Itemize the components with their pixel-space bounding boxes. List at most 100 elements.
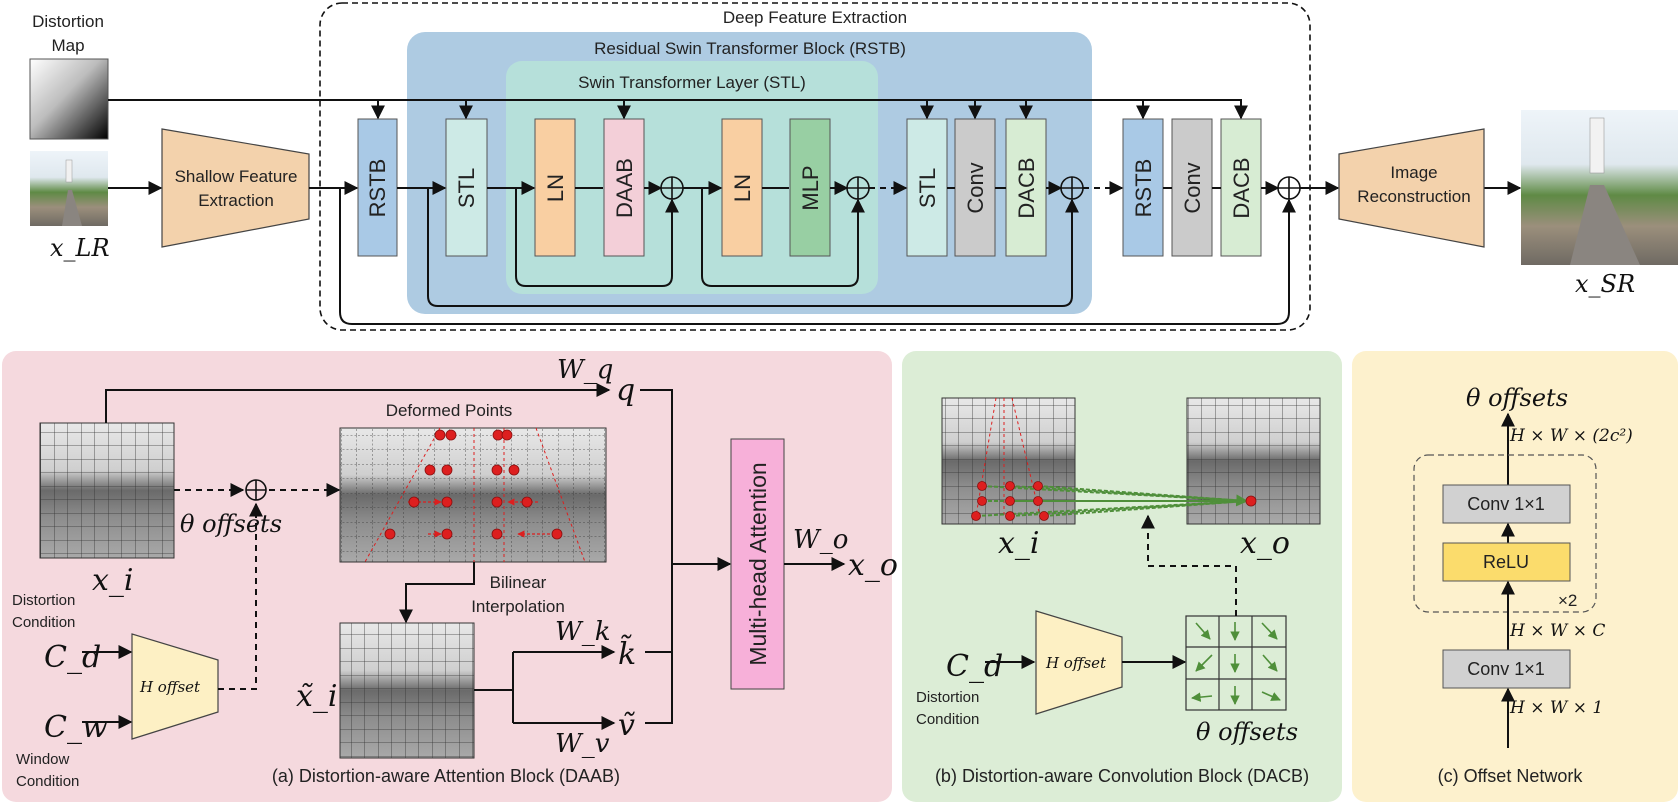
image-reconstruction: Image Reconstruction: [1338, 128, 1485, 248]
recon-trapezoid: [1338, 128, 1485, 248]
output-path-icon: [1570, 185, 1640, 265]
stl-block-2: STL: [906, 118, 948, 257]
conv-block-1-label: Conv: [963, 162, 988, 213]
cd-label: C_d: [44, 640, 101, 675]
mlp-block: MLP: [789, 118, 831, 257]
wk-label: W_k: [555, 617, 610, 647]
stl-block-1-label: STL: [454, 168, 479, 208]
distortion-condition-b-line1: Distortion: [916, 689, 979, 706]
q-to-mha: [640, 389, 673, 564]
rstb-block-1-label: RSTB: [365, 159, 390, 218]
conv-top-label: Conv 1×1: [1467, 494, 1545, 514]
xi-label-b: x_i: [998, 526, 1040, 561]
recon-label-line2: Reconstruction: [1357, 187, 1470, 206]
input-path-icon: [62, 190, 82, 226]
stl-region: Swin Transformer Layer (STL): [506, 61, 878, 294]
deformed-points: [384, 429, 563, 540]
xi-to-q: [105, 383, 611, 423]
panel-a-caption: (a) Distortion-aware Attention Block (DA…: [272, 766, 620, 786]
shallow-feature-trapezoid: [161, 128, 310, 248]
distortion-condition-b-line2: Condition: [916, 711, 979, 728]
mlp-block-label: MLP: [798, 165, 823, 210]
repeat-label: ×2: [1558, 591, 1577, 610]
sum-node-1: [660, 176, 684, 200]
cd-label-b: C_d: [946, 649, 1003, 684]
dacb-block-1: DACB: [1005, 118, 1047, 257]
xitilde-branch: [474, 652, 514, 723]
panel-c: θ offsets H × W × (2c²) ×2 Conv 1×1 ReLU…: [1352, 351, 1678, 802]
wq-label: W_q: [557, 355, 613, 385]
hoffset-to-sum: [218, 502, 263, 690]
rstb-block-1: RSTB: [357, 118, 398, 257]
theta-offsets-label-a: θ offsets: [180, 510, 282, 538]
stl-block-1: STL: [445, 118, 488, 257]
stl-region-box: [506, 61, 878, 294]
shallow-feature-label-line1: Shallow Feature: [175, 167, 298, 186]
panel-b: x_i x_o C_d Distortion Condition H offse…: [902, 351, 1342, 802]
v-tilde-label: ṽ: [618, 708, 635, 743]
top-connectors: [108, 99, 1522, 325]
xi-label: x_i: [92, 563, 134, 598]
deformed-points-label: Deformed Points: [386, 401, 513, 420]
daab-block-label: DAAB: [612, 158, 637, 218]
ln-block-2: LN: [721, 118, 763, 257]
hoffset-label-b: H offset: [1045, 654, 1107, 672]
rstb-region-label: Residual Swin Transformer Block (RSTB): [594, 39, 906, 58]
panel-a-background: [2, 351, 892, 802]
dacb-guides: [975, 397, 1041, 517]
distortion-map-image: [29, 58, 109, 140]
dacb-block-2: DACB: [1220, 118, 1262, 257]
bilinear-label-line1: Bilinear: [490, 573, 547, 592]
conv-block-2: Conv: [1171, 118, 1213, 257]
shallow-feature-label-line2: Extraction: [198, 191, 274, 210]
distortion-condition-label-line2: Condition: [12, 614, 75, 631]
rstb-block-2: RSTB: [1122, 118, 1164, 257]
xo-label-b: x_o: [1240, 526, 1290, 561]
conv-block-2-label: Conv: [1180, 162, 1205, 213]
panel-b-caption: (b) Distortion-aware Convolution Block (…: [935, 766, 1309, 786]
conv-bottom-block: [1442, 649, 1571, 689]
dacb-sample-arrows: [975, 485, 1249, 517]
mha-block: [730, 438, 785, 690]
conv-top-block: [1442, 484, 1571, 524]
rstb-block-2-label: RSTB: [1131, 159, 1156, 218]
v-to-mha: [645, 564, 673, 724]
wv-label: W_v: [555, 729, 610, 759]
dim-bottom: H × W × 1: [1509, 698, 1603, 718]
input-statue-icon: [65, 159, 73, 183]
conv-block-1: Conv: [954, 118, 996, 257]
q-label: q: [616, 373, 635, 408]
deep-feature-extraction-group: Deep Feature Extraction: [319, 2, 1311, 331]
theta-offsets-label-c: θ offsets: [1466, 384, 1568, 412]
deep-feature-extraction-frame: [319, 2, 1311, 331]
bilinear-label-line2: Interpolation: [471, 597, 565, 616]
skip-rstb: [427, 188, 1079, 307]
panel-c-caption: (c) Offset Network: [1438, 766, 1584, 786]
skip-outer: [339, 188, 1296, 325]
dim-top: H × W × (2c²): [1509, 426, 1633, 446]
input-image: x_LR: [30, 151, 110, 262]
relu-label: ReLU: [1483, 552, 1529, 572]
k-tilde-label: k̃: [618, 634, 636, 672]
hoffset-label-a: H offset: [139, 678, 201, 696]
offset-field-grid: [1185, 615, 1287, 711]
conv-bottom-label: Conv 1×1: [1467, 659, 1545, 679]
daab-block: DAAB: [603, 118, 645, 257]
input-label: x_LR: [50, 234, 110, 262]
hoffset-trapezoid-b: [1035, 610, 1123, 715]
deformed-grid: [339, 427, 607, 563]
output-image: x_SR: [1521, 110, 1678, 298]
stl-block-2-label: STL: [915, 168, 940, 208]
skip-ln1: [515, 188, 679, 287]
sum-node-2: [846, 176, 870, 200]
deformed-to-xitilde: [399, 562, 475, 624]
cw-label: C_w: [44, 710, 108, 745]
panel-a: Deformed Points Bilinear Interpolation x…: [2, 351, 898, 802]
output-label: x_SR: [1575, 270, 1635, 298]
dim-middle: H × W × C: [1509, 621, 1605, 641]
distortion-map-label-line2: Map: [51, 36, 84, 55]
ln-block-2-label: LN: [730, 174, 755, 202]
ln-block-1: LN: [534, 118, 576, 257]
window-condition-label-line1: Window: [16, 751, 70, 768]
